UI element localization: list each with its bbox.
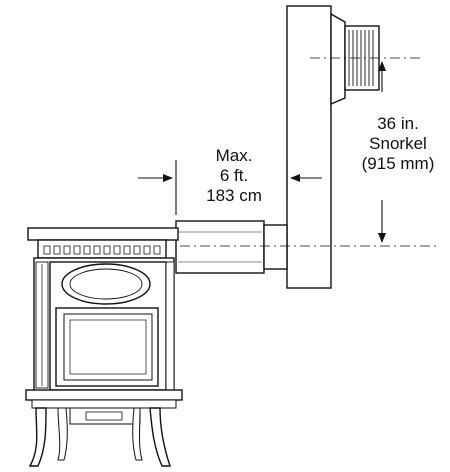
centerlines: [180, 57, 440, 247]
horizontal-run-label: Max. 6 ft. 183 cm: [196, 146, 272, 206]
snorkel-label: 36 in. Snorkel (915 mm): [352, 114, 444, 174]
snorkel-line1: 36 in.: [377, 114, 419, 133]
snorkel-housing: [286, 5, 380, 289]
snorkel-line2: Snorkel: [369, 134, 427, 153]
horizontal-run-line3: 183 cm: [206, 186, 262, 205]
horizontal-run-line2: 6 ft.: [219, 166, 249, 185]
horizontal-dimension: [138, 160, 322, 215]
stove: [25, 227, 183, 467]
horizontal-run-line1: Max.: [215, 146, 253, 165]
snorkel-line3: (915 mm): [361, 154, 435, 173]
vent-pipe: [175, 220, 288, 274]
